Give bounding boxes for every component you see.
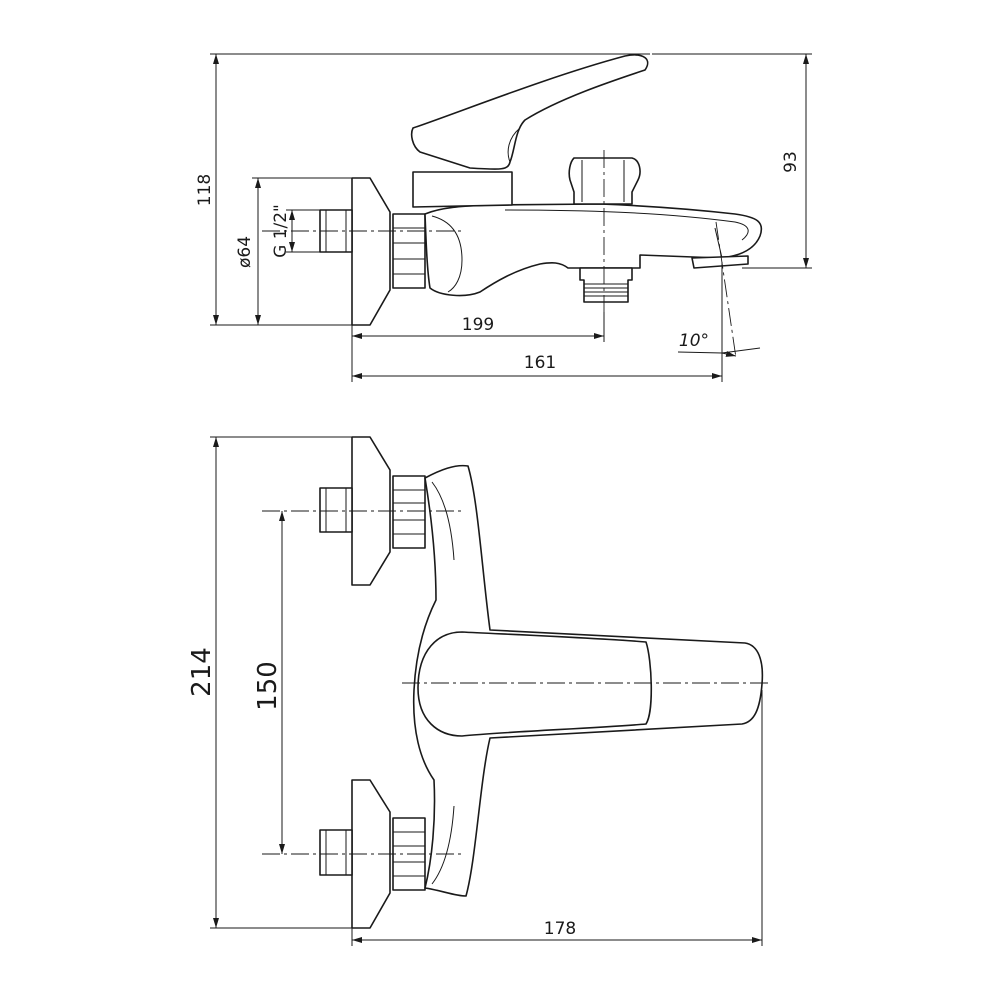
side-angle-arc [721, 350, 737, 357]
top-body-inner-lower [431, 805, 455, 885]
side-body-inner-curve [431, 215, 463, 293]
side-lever-detail [507, 127, 521, 163]
side-wall-flange [351, 177, 391, 326]
side-label-161: 161 [524, 353, 556, 373]
side-hex-nut-lines [393, 227, 425, 275]
side-label-d64: ø64 [235, 236, 255, 268]
side-outlet-axis [715, 221, 737, 359]
side-diverter-knob [568, 157, 641, 205]
side-hose-connector [579, 267, 633, 303]
top-label-178: 178 [544, 919, 576, 939]
top-view: 214 150 178 [187, 436, 772, 946]
side-label-199: 199 [462, 315, 494, 335]
side-view: 118 93 ø64 G 1/2" 199 161 10° [195, 53, 812, 382]
top-upper-inlet-pipe [319, 487, 353, 533]
top-body-inner-upper [431, 481, 455, 561]
top-label-214: 214 [187, 647, 217, 697]
side-diverter-ridges [581, 160, 625, 202]
side-lever [410, 54, 649, 170]
top-upper-hex-lines [393, 489, 425, 535]
side-spout-inner-line [504, 209, 749, 241]
top-upper-inlet-thread [325, 488, 347, 532]
side-cartridge-housing [412, 171, 513, 208]
top-lower-inlet-pipe [319, 829, 353, 876]
side-aerator [691, 255, 749, 269]
top-lever [417, 631, 653, 737]
side-label-118: 118 [195, 174, 215, 206]
top-lower-inlet-thread [325, 830, 347, 875]
side-label-93: 93 [781, 151, 801, 173]
side-hose-thread [584, 283, 628, 297]
top-label-150: 150 [253, 661, 283, 711]
side-hex-nut [392, 213, 426, 289]
side-label-thread: G 1/2" [271, 204, 291, 258]
top-upper-hex-nut [392, 475, 426, 549]
top-lower-hex-lines [393, 831, 425, 877]
side-label-angle: 10° [679, 331, 709, 351]
